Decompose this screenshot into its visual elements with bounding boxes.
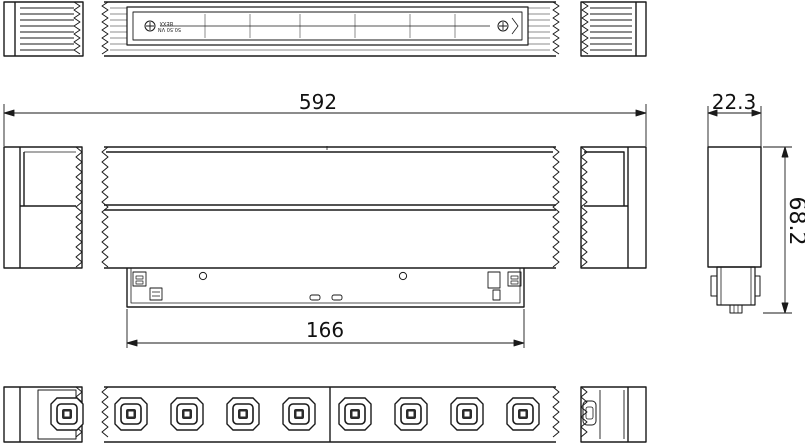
lens-8: [506, 397, 540, 431]
overall-length-dimension: [3, 104, 647, 146]
top-label-line-1: BEXX: [159, 20, 173, 26]
overall-length-label: 592: [299, 90, 337, 114]
lens-3: [226, 397, 260, 431]
end-view-connector: [710, 266, 761, 314]
front-view-right-end: [580, 386, 647, 443]
height-dimension: [763, 146, 792, 314]
front-view-middle: [101, 386, 560, 443]
side-view-left-end: [3, 146, 83, 269]
lens-6: [394, 397, 428, 431]
depth-dimension: [707, 106, 762, 147]
lens-2: [170, 397, 204, 431]
connector-length-label: 166: [306, 318, 344, 342]
top-view: [3, 1, 647, 57]
lens-array: [114, 397, 540, 431]
depth-label: 22.3: [712, 90, 757, 114]
connector-adapter: [126, 268, 525, 308]
side-view-right-end: [580, 146, 647, 269]
top-view-left-end: [3, 1, 84, 57]
end-view: [707, 106, 792, 314]
side-view-middle: [101, 146, 560, 348]
lens-5: [338, 397, 372, 431]
lens-1: [114, 397, 148, 431]
lens-7: [450, 397, 484, 431]
top-view-right-end: [580, 1, 647, 57]
connector-length-dimension: [126, 309, 525, 348]
lens-left-end: [50, 397, 84, 431]
lens-4: [282, 397, 316, 431]
top-label-line-2: 50.50 VN: [158, 26, 181, 32]
side-view: [3, 104, 647, 348]
left-end-lens: [50, 397, 84, 431]
top-view-middle: [101, 1, 560, 57]
height-label: 68.2: [784, 197, 805, 246]
front-view: [3, 386, 647, 443]
front-view-left-end: [3, 386, 83, 443]
